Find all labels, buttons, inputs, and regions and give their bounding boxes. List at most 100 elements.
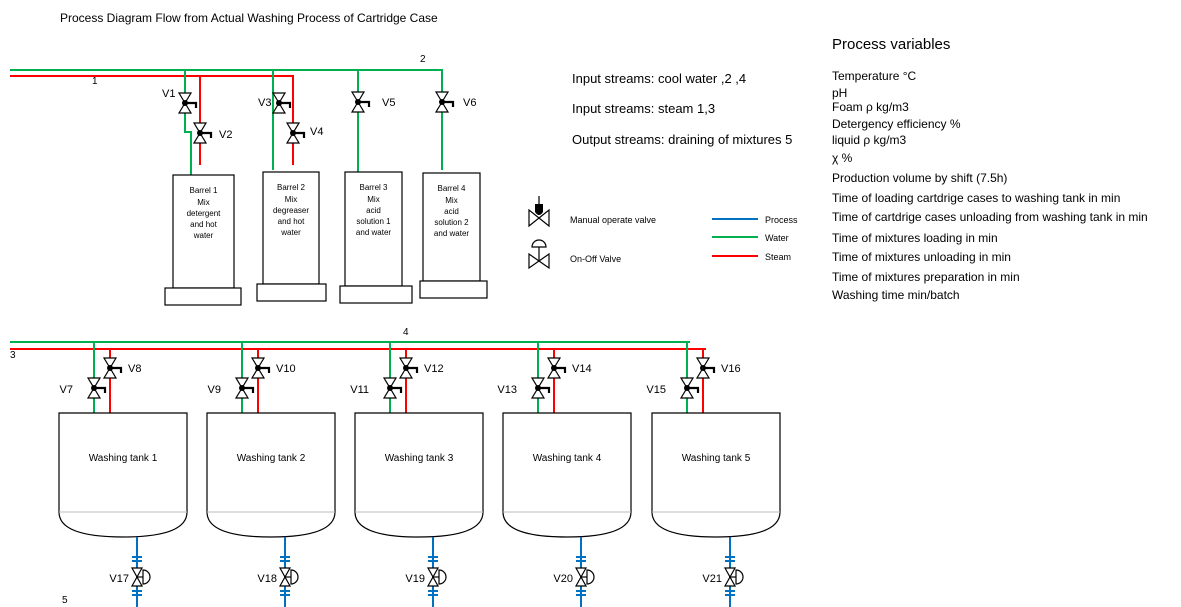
valve-label-water: V7 xyxy=(60,384,73,396)
steam-header-line-1 xyxy=(10,75,294,165)
barrel-body xyxy=(344,171,403,287)
barrel-body xyxy=(422,172,481,282)
barrel-description-line: and hot xyxy=(190,220,217,229)
legend-manual-valve-body-icon xyxy=(528,208,550,228)
valve-label-water: V11 xyxy=(350,384,369,396)
line-number-2: 2 xyxy=(420,54,426,65)
valve-v9[interactable] xyxy=(234,377,255,399)
valve-v8[interactable] xyxy=(102,357,123,379)
valve-label-water: V15 xyxy=(646,384,666,396)
input-cool-water-text: Input streams: cool water ,2 ,4 xyxy=(572,71,746,86)
barrel-base xyxy=(256,283,327,302)
valve-handle-icon xyxy=(703,366,716,373)
washing-tank-body xyxy=(58,412,188,538)
washing-tank-name: Washing tank 3 xyxy=(385,453,454,464)
line-number-4: 4 xyxy=(403,327,409,338)
manual-valve-icon xyxy=(528,196,550,228)
process-variable-item: Production volume by shift (7.5h) xyxy=(832,171,1007,185)
barrel-description-line: solution 2 xyxy=(434,218,469,227)
washing-tank-name: Washing tank 2 xyxy=(237,453,306,464)
legend-actuator-icon xyxy=(531,239,547,248)
valve-label-v4: V4 xyxy=(310,126,323,138)
valve-v5[interactable] xyxy=(350,91,371,113)
valve-v14[interactable] xyxy=(546,357,567,379)
barrel-description-line: water xyxy=(193,231,214,240)
barrel-description-line: and water xyxy=(434,229,469,238)
barrel-description-line: solution 1 xyxy=(356,217,391,226)
barrel-base xyxy=(164,287,242,306)
valve-v1[interactable] xyxy=(177,92,198,114)
valve-handle-icon xyxy=(390,386,403,393)
valve-label-v6: V6 xyxy=(463,97,476,109)
valve-label-steam: V12 xyxy=(424,363,444,375)
barrel-description-line: Mix xyxy=(445,196,457,205)
valve-label-water: V13 xyxy=(497,384,517,396)
valve-v3[interactable] xyxy=(271,92,292,114)
valve-v11[interactable] xyxy=(382,377,403,399)
barrel-description-line: degreaser xyxy=(273,206,309,215)
valve-v18[interactable] xyxy=(278,567,299,587)
barrel-description-line: water xyxy=(280,228,301,237)
process-variable-item: liquid ρ kg/m3 xyxy=(832,133,907,147)
actuator-icon xyxy=(438,569,447,585)
valve-handle-icon xyxy=(185,101,198,108)
valve-v15[interactable] xyxy=(679,377,700,399)
valve-handle-icon xyxy=(293,131,306,138)
valve-handle-icon xyxy=(242,386,255,393)
washing-tank-body xyxy=(206,412,336,538)
valve-v19[interactable] xyxy=(426,567,447,587)
valve-v4[interactable] xyxy=(285,122,306,144)
valve-label-drain: V17 xyxy=(109,573,129,585)
valve-label-v1: V1 xyxy=(162,88,175,100)
legend-steam-label: Steam xyxy=(765,252,791,262)
process-variable-item: Time of loading cartdrige cases to washi… xyxy=(832,191,1120,205)
process-variable-item: Time of mixtures loading in min xyxy=(832,231,998,245)
valve-v12[interactable] xyxy=(398,357,419,379)
valve-label-drain: V19 xyxy=(405,573,425,585)
valve-v16[interactable] xyxy=(695,357,716,379)
valve-v21[interactable] xyxy=(723,567,744,587)
valve-label-v2: V2 xyxy=(219,129,232,141)
legend-process-label: Process xyxy=(765,215,798,225)
actuator-icon xyxy=(735,569,744,585)
valve-label-v3: V3 xyxy=(258,97,271,109)
output-stream-text: Output streams: draining of mixtures 5 xyxy=(572,132,792,147)
valve-v20[interactable] xyxy=(574,567,595,587)
barrel-description-line: Mix xyxy=(367,195,379,204)
washing-tank-name: Washing tank 1 xyxy=(89,453,158,464)
valve-label-drain: V20 xyxy=(553,573,573,585)
valve-label-steam: V14 xyxy=(572,363,592,375)
process-variable-item: Detergency efficiency % xyxy=(832,117,961,131)
valve-label-drain: V18 xyxy=(257,573,277,585)
actuator-icon xyxy=(290,569,299,585)
valve-v7[interactable] xyxy=(86,377,107,399)
legend-manual-valve-handle-icon xyxy=(535,204,543,215)
process-variables-heading: Process variables xyxy=(832,36,950,53)
onoff-valve-icon xyxy=(528,239,550,270)
valve-v17[interactable] xyxy=(130,567,151,587)
valve-label-steam: V16 xyxy=(721,363,741,375)
legend: Manual operate valve On-Off Valve Proces… xyxy=(528,196,798,270)
valve-v6[interactable] xyxy=(434,91,455,113)
barrel-description-line: Mix xyxy=(285,195,297,204)
valve-label-steam: V8 xyxy=(128,363,141,375)
barrel-description-line: acid xyxy=(366,206,381,215)
valve-label-drain: V21 xyxy=(702,573,722,585)
valve-v10[interactable] xyxy=(250,357,271,379)
barrel-name: Barrel 3 xyxy=(359,183,388,192)
valve-v13[interactable] xyxy=(530,377,551,399)
legend-onoff-valve-label: On-Off Valve xyxy=(570,254,621,264)
valve-handle-icon xyxy=(258,366,271,373)
valve-handle-icon xyxy=(200,131,213,138)
actuator-icon xyxy=(586,569,595,585)
valve-handle-icon xyxy=(94,386,107,393)
valve-v2[interactable] xyxy=(192,122,213,144)
